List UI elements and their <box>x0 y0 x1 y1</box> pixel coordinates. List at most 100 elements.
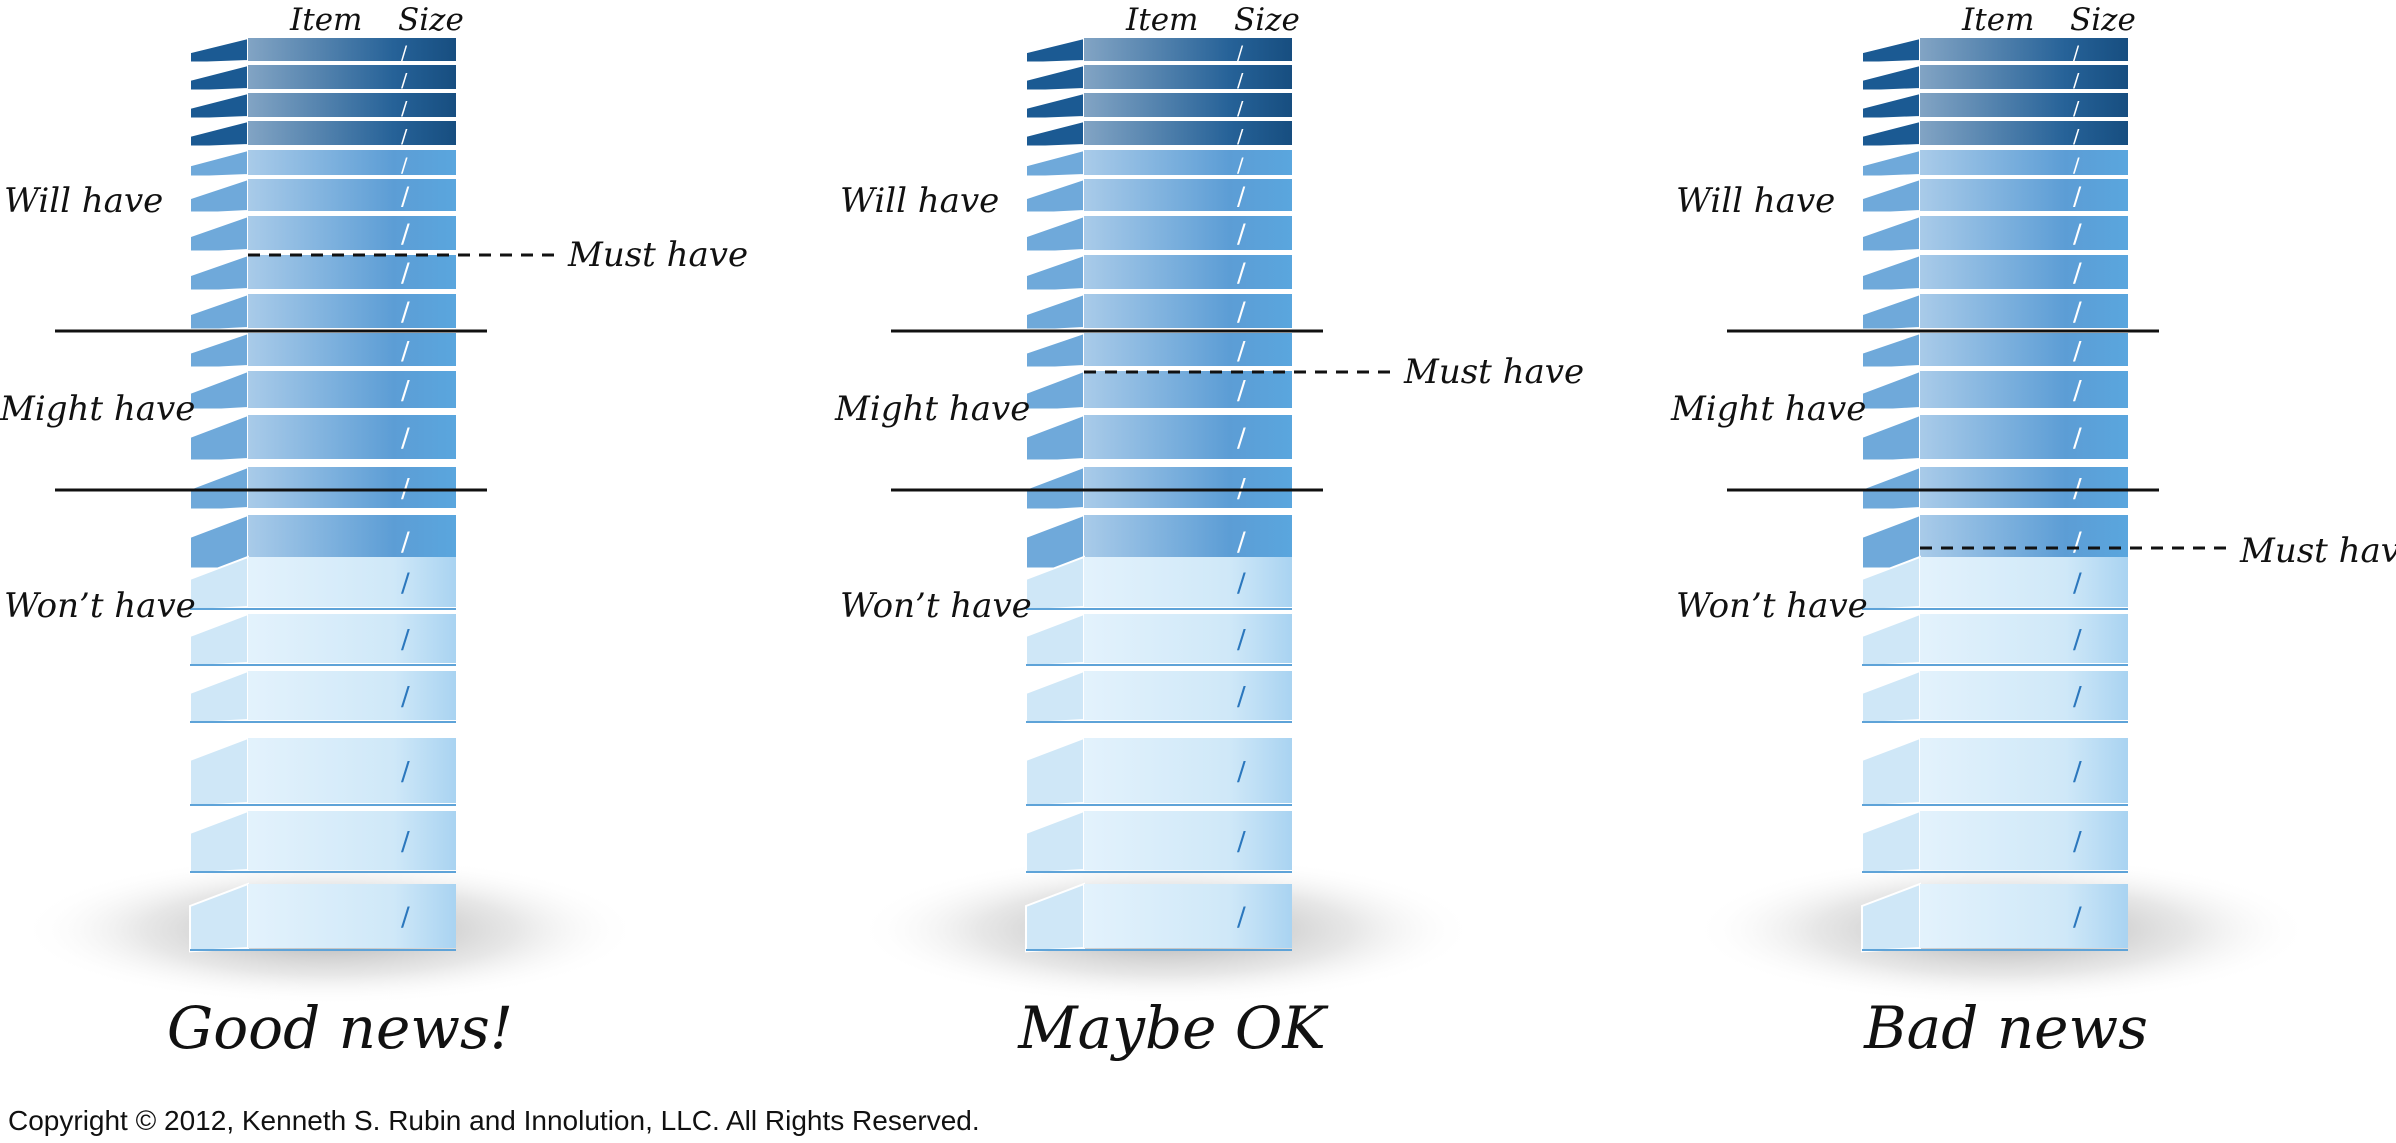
size-mark: / <box>401 154 408 177</box>
item-side <box>189 177 249 215</box>
size-mark: / <box>2073 126 2080 148</box>
item-side <box>1025 369 1085 413</box>
size-mark: / <box>2073 182 2082 211</box>
backlog-stack: //////////////////// <box>189 36 456 953</box>
item-face <box>248 216 456 250</box>
item-face <box>1084 738 1292 803</box>
backlog-item: / <box>1025 882 1292 953</box>
backlog-item: / <box>1861 177 2128 215</box>
size-mark: / <box>2073 298 2082 328</box>
item-face <box>1920 614 2128 663</box>
backlog-stack: //////////////////// <box>1025 36 1292 953</box>
size-mark: / <box>401 757 410 787</box>
item-side <box>1861 413 1921 464</box>
item-face <box>1084 467 1292 508</box>
backlog-item: / <box>1861 669 2128 725</box>
size-mark: / <box>401 336 410 365</box>
item-side <box>189 91 249 121</box>
item-side <box>1861 669 1921 725</box>
item-face <box>1920 738 2128 803</box>
size-mark: / <box>2073 259 2082 289</box>
item-side <box>1861 612 1921 668</box>
size-header: Size <box>2070 2 2136 38</box>
item-face <box>1084 255 1292 289</box>
size-mark: / <box>1237 757 1246 787</box>
item-face <box>1084 371 1292 408</box>
backlog-item: / <box>1025 36 1292 65</box>
size-mark: / <box>1237 126 1244 148</box>
size-mark: / <box>1237 298 1246 328</box>
backlog-item: / <box>1861 413 2128 464</box>
item-face <box>1920 38 2128 61</box>
item-face <box>1920 179 2128 211</box>
size-mark: / <box>2073 757 2082 787</box>
must-have-label: Must have <box>567 235 748 275</box>
backlog-item: / <box>189 669 456 725</box>
backlog-column-bad: //////////////////// Item Size Will have… <box>1670 2 2396 1062</box>
size-mark: / <box>401 569 410 599</box>
backlog-column-good: //////////////////// Item Size Will have… <box>0 2 748 1062</box>
item-side <box>189 292 249 333</box>
item-face <box>248 294 456 328</box>
backlog-item: / <box>1861 882 2128 953</box>
item-face <box>1084 150 1292 175</box>
item-face <box>248 333 456 366</box>
item-side <box>1861 809 1921 875</box>
backlog-item: / <box>1861 253 2128 294</box>
item-face <box>248 65 456 89</box>
item-side <box>189 413 249 464</box>
size-mark: / <box>1237 43 1244 64</box>
item-face <box>1084 294 1292 328</box>
item-face <box>1920 415 2128 459</box>
size-mark: / <box>2073 528 2082 558</box>
backlog-item: / <box>1025 119 1292 149</box>
size-mark: / <box>1237 336 1246 365</box>
item-face <box>248 93 456 117</box>
item-side <box>1025 148 1085 179</box>
item-side <box>1025 669 1085 725</box>
backlog-item: / <box>1025 91 1292 121</box>
backlog-item: / <box>189 63 456 93</box>
backlog-item: / <box>1861 292 2128 333</box>
backlog-item: / <box>189 736 456 808</box>
item-side <box>189 612 249 668</box>
item-face <box>1920 884 2128 948</box>
backlog-item: / <box>1025 669 1292 725</box>
item-side <box>189 809 249 875</box>
size-mark: / <box>1237 569 1246 599</box>
item-side <box>189 331 249 371</box>
item-face <box>1084 614 1292 663</box>
size-mark: / <box>2073 682 2082 712</box>
item-header: Item <box>1125 2 1198 38</box>
backlog-item: / <box>1025 809 1292 875</box>
backlog-item: / <box>1025 292 1292 333</box>
item-face <box>1084 884 1292 948</box>
backlog-column-maybe: //////////////////// Item Size Will have… <box>834 2 1584 1062</box>
backlog-item: / <box>189 292 456 333</box>
size-mark: / <box>401 424 410 454</box>
might-have-label: Might have <box>1670 389 1866 429</box>
item-side <box>1861 292 1921 333</box>
item-face <box>248 811 456 870</box>
backlog-item: / <box>1861 809 2128 875</box>
item-side <box>1025 253 1085 294</box>
item-face <box>248 738 456 803</box>
size-mark: / <box>401 528 410 558</box>
backlog-item: / <box>1025 612 1292 668</box>
size-mark: / <box>2073 625 2082 655</box>
size-mark: / <box>401 98 408 120</box>
size-mark: / <box>1237 625 1246 655</box>
size-mark: / <box>2073 43 2080 64</box>
backlog-item: / <box>1025 63 1292 93</box>
backlog-item: / <box>189 214 456 255</box>
item-side <box>1025 63 1085 93</box>
size-mark: / <box>401 376 410 406</box>
will-have-label: Will have <box>840 181 999 221</box>
must-have-label: Must have <box>2239 531 2396 571</box>
size-mark: / <box>401 126 408 148</box>
size-mark: / <box>1237 182 1246 211</box>
backlog-item: / <box>189 148 456 179</box>
size-mark: / <box>1237 903 1246 933</box>
item-side <box>189 119 249 149</box>
